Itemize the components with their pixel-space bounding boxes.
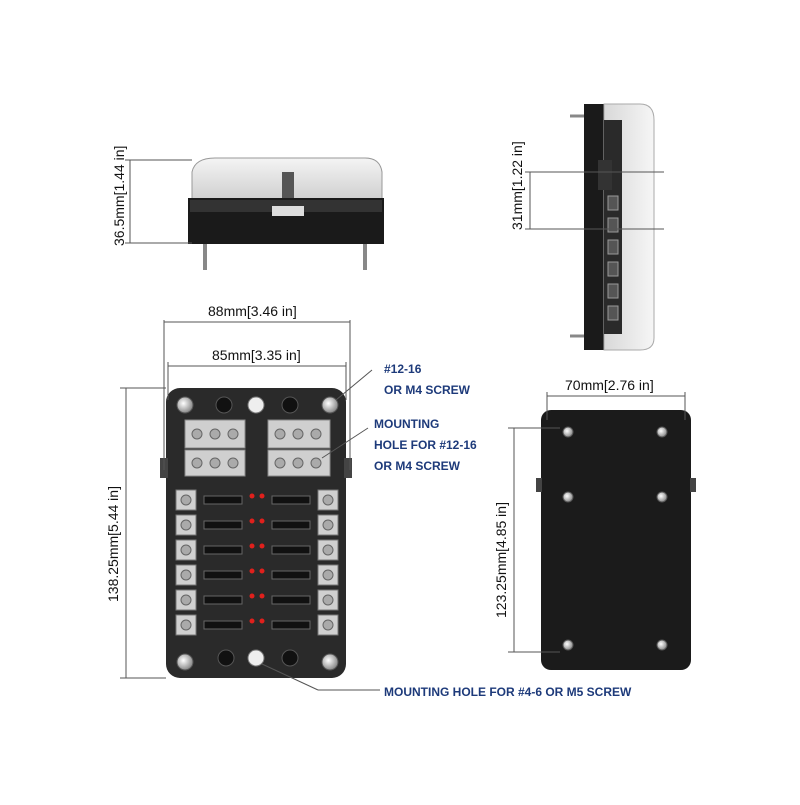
led-indicator [249, 593, 255, 599]
back-height-label: 123.25mm[4.85 in] [493, 502, 509, 618]
fuse-slot [271, 545, 311, 555]
terminal-screw [322, 544, 334, 556]
led-indicator [249, 493, 255, 499]
screw-note-line1: #12-16 [384, 362, 422, 376]
terminal-screw [322, 569, 334, 581]
led-indicator [259, 518, 265, 524]
fuse-slot [203, 520, 243, 530]
terminal-screw [322, 619, 334, 631]
led-indicator [259, 568, 265, 574]
total-height-label: 138.25mm[5.44 in] [105, 486, 121, 602]
mount-note-line3: OR M4 SCREW [374, 459, 461, 473]
top-view [125, 157, 384, 270]
fuse-slot [203, 620, 243, 630]
terminal-screw [180, 619, 192, 631]
led-indicator [249, 618, 255, 624]
back-width-label: 70mm[2.76 in] [565, 377, 654, 393]
terminal-screw [180, 569, 192, 581]
back-view [508, 392, 696, 670]
terminal-screw [180, 544, 192, 556]
fuse-slot [203, 495, 243, 505]
bottom-mount-note: MOUNTING HOLE FOR #4-6 OR M5 SCREW [384, 685, 632, 699]
led-indicator [249, 518, 255, 524]
terminal-screw [322, 519, 334, 531]
terminal-screw [322, 494, 334, 506]
terminal-screw [180, 519, 192, 531]
side-view [525, 103, 664, 351]
led-indicator [249, 568, 255, 574]
fuse-slot [271, 495, 311, 505]
front-view [120, 320, 380, 691]
height-top-view-label: 36.5mm[1.44 in] [111, 146, 127, 246]
fuse-slot [271, 595, 311, 605]
fuse-slot [203, 595, 243, 605]
led-indicator [259, 593, 265, 599]
fuse-slot [271, 520, 311, 530]
terminal-screw [180, 494, 192, 506]
mount-note-line2: HOLE FOR #12-16 [374, 438, 477, 452]
spacing-side-view-label: 31mm[1.22 in] [509, 141, 525, 230]
outer-width-label: 88mm[3.46 in] [208, 303, 297, 319]
inner-width-label: 85mm[3.35 in] [212, 347, 301, 363]
fuse-slot [271, 570, 311, 580]
fuse-slot [271, 620, 311, 630]
terminal-screw [180, 594, 192, 606]
led-indicator [259, 618, 265, 624]
fuse-slot [203, 545, 243, 555]
led-indicator [259, 493, 265, 499]
fuse-slot [203, 570, 243, 580]
led-indicator [249, 543, 255, 549]
mount-note-line1: MOUNTING [374, 417, 439, 431]
screw-note-line2: OR M4 SCREW [384, 383, 471, 397]
led-indicator [259, 543, 265, 549]
terminal-screw [322, 594, 334, 606]
